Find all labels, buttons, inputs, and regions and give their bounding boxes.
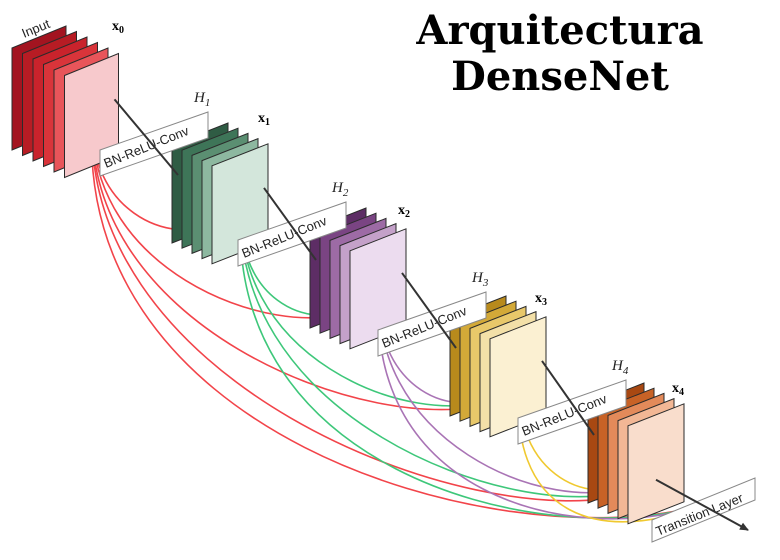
title-line-1: Arquitectura [416, 7, 704, 54]
h-label-sub: 3 [482, 277, 489, 289]
feature-map-stacks [11, 25, 685, 525]
x-label-2: x2 [398, 203, 410, 220]
h-label: H1 [193, 90, 210, 109]
op-arrow [401, 272, 457, 349]
connection-curve [239, 187, 696, 519]
x-label-sub: 2 [405, 209, 410, 220]
title-line-2: DenseNet [451, 53, 669, 100]
x-label-1: x1 [258, 111, 270, 128]
op-box-frame [99, 111, 209, 177]
h-label-sub: 4 [623, 365, 629, 377]
op-box-frame [517, 379, 627, 445]
op-arrow [541, 360, 595, 436]
transition-box [651, 477, 756, 543]
feature-stack-0 [11, 25, 119, 179]
feature-stack-2 [309, 207, 407, 350]
op-box-frame [237, 201, 347, 267]
connection-curve [91, 99, 633, 502]
h-label: H3 [471, 270, 489, 289]
diagram-title: Arquitectura DenseNet [395, 8, 725, 100]
connection-curve [91, 99, 495, 411]
diagram-labels: BN-ReLU-ConvH1BN-ReLU-ConvH2BN-ReLU-Conv… [20, 16, 756, 543]
x-label-sub: 1 [265, 117, 270, 128]
x-label-3: x3 [535, 291, 547, 308]
feature-stack-1 [171, 122, 269, 265]
h-label-sub: 1 [205, 97, 211, 109]
x-label-4: x4 [672, 381, 684, 398]
x-label-sub: 4 [679, 387, 684, 398]
connection-curve [240, 187, 633, 498]
feature-stack-4 [587, 382, 685, 525]
x-label-0: x0 [112, 19, 124, 36]
x-label-sub: 3 [542, 297, 547, 308]
op-arrow [113, 98, 179, 176]
h-label: H4 [611, 358, 629, 377]
feature-map-sheet [627, 403, 685, 525]
op-arrow [263, 187, 317, 261]
x-label-sub: 0 [119, 25, 124, 36]
transition-arrow [655, 478, 749, 531]
h-label-sub: 2 [343, 187, 349, 199]
h-label: H2 [331, 180, 349, 199]
op-box-frame [377, 291, 487, 357]
